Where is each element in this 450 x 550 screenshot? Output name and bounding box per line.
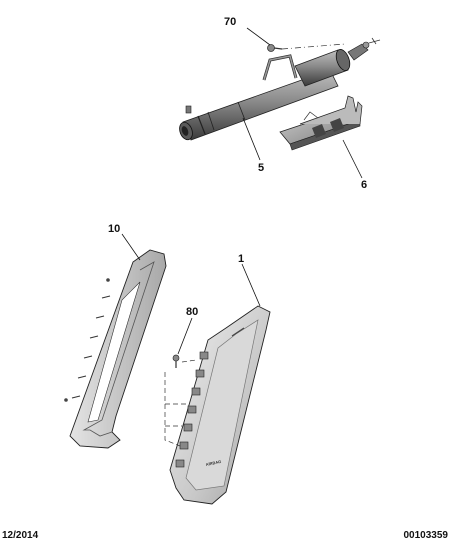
callout-6: 6 xyxy=(361,179,368,191)
airbag-module-1: AIRBAG xyxy=(169,305,271,505)
leader-70 xyxy=(246,27,271,46)
module-clips xyxy=(175,351,209,468)
leader-80 xyxy=(177,317,193,355)
inflator-5 xyxy=(179,37,381,141)
leader-10 xyxy=(121,233,141,261)
footer-reference: 00103359 xyxy=(403,530,449,541)
leader-5 xyxy=(242,117,261,161)
callout-80: 80 xyxy=(186,306,199,318)
axis-line-70 xyxy=(281,43,346,50)
callout-5: 5 xyxy=(258,162,265,174)
screw-80 xyxy=(172,354,180,368)
leader-6 xyxy=(342,139,363,179)
airbag-marking: AIRBAG xyxy=(205,459,221,467)
callout-10: 10 xyxy=(108,223,121,235)
trim-frame-10 xyxy=(64,249,167,449)
screw-70 xyxy=(267,44,283,52)
callout-1: 1 xyxy=(238,253,245,265)
assembly-dashes xyxy=(164,359,197,447)
leader-1 xyxy=(241,263,261,307)
bracket-6 xyxy=(279,95,363,151)
callout-70: 70 xyxy=(224,16,237,28)
footer-date: 12/2014 xyxy=(2,530,39,541)
